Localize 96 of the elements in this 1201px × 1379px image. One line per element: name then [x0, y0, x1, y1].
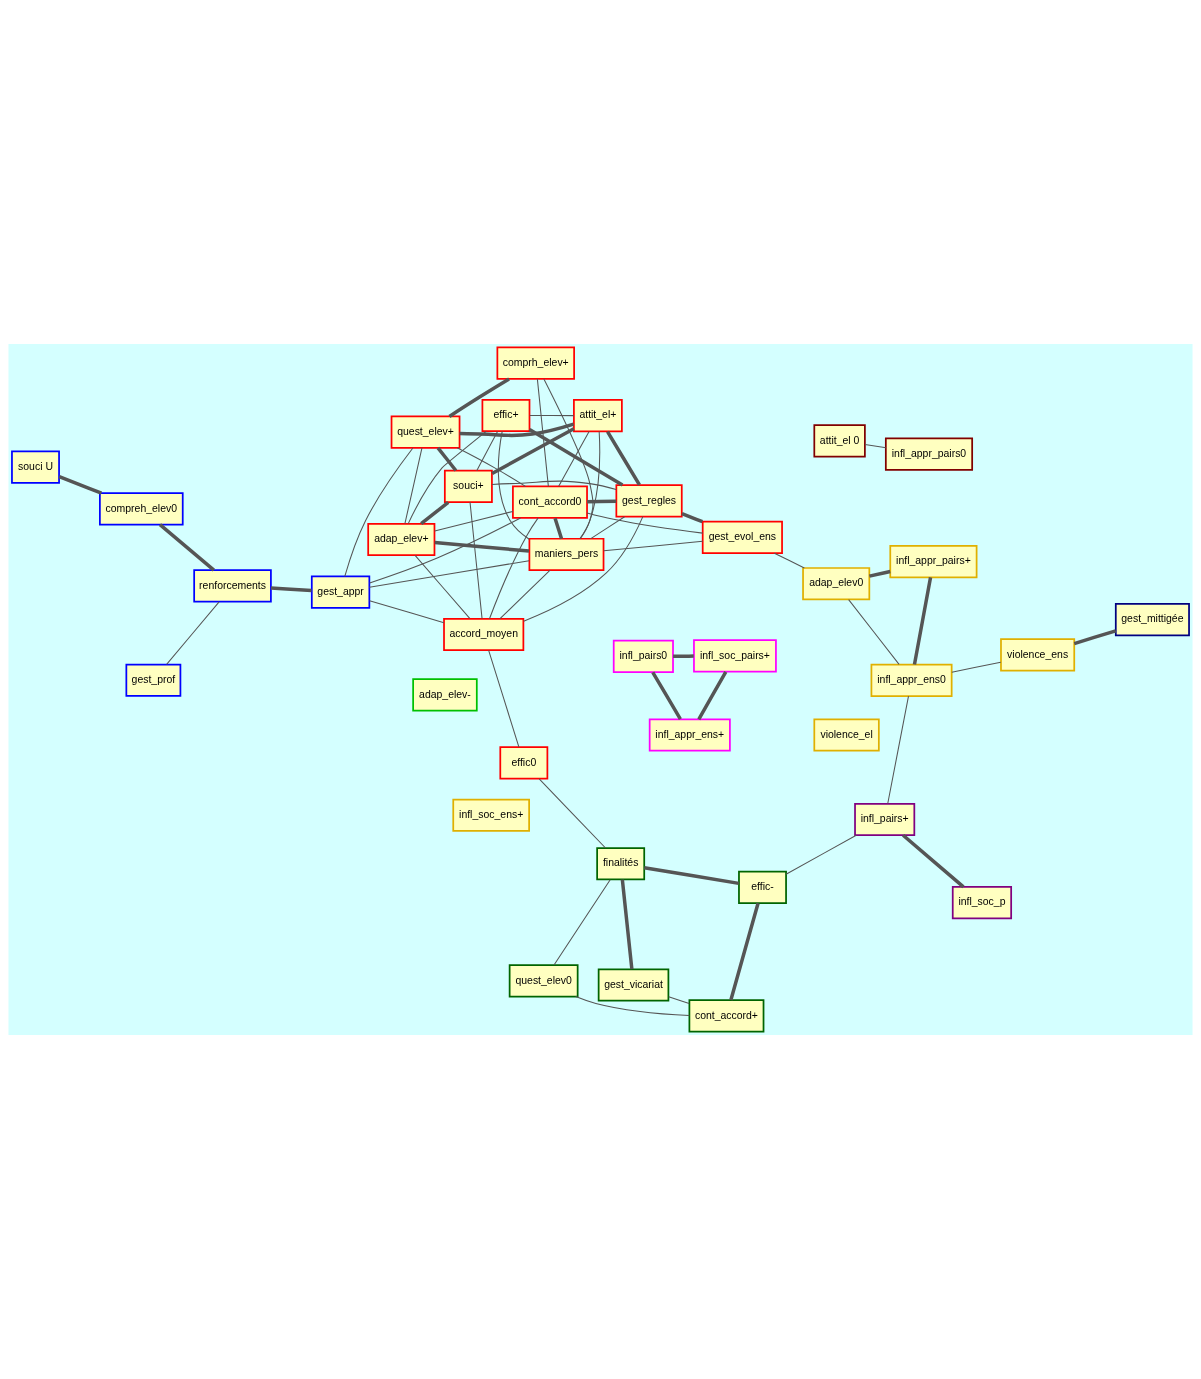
connector	[864, 444, 887, 449]
connector	[497, 430, 530, 540]
node-box: attit_el+	[573, 399, 623, 433]
connector	[536, 378, 549, 487]
node-box: effic0	[499, 746, 549, 780]
connector	[538, 778, 607, 849]
node-box: attit_el 0	[813, 424, 866, 458]
connector	[414, 554, 471, 619]
connector	[729, 902, 760, 1001]
connector	[476, 430, 499, 472]
connector	[529, 415, 575, 417]
connector	[902, 833, 965, 889]
node-box: compreh_elev0	[99, 492, 184, 526]
connector	[404, 447, 423, 525]
connector	[436, 446, 458, 472]
connector	[553, 879, 611, 966]
connector	[528, 428, 624, 487]
connector	[420, 500, 450, 526]
connector	[590, 516, 626, 540]
connector	[491, 480, 617, 491]
connector	[620, 879, 634, 970]
connector	[558, 431, 590, 487]
node-box: cont_accord+	[688, 999, 765, 1033]
node-box: effic+	[481, 399, 531, 433]
node-box: gest_appr	[310, 575, 371, 609]
connector	[681, 512, 704, 524]
connector	[543, 378, 594, 540]
connector	[58, 474, 103, 495]
connector	[469, 501, 483, 620]
node-box: gest_prof	[125, 663, 182, 697]
connector	[488, 649, 520, 748]
node-box: infl_appr_pairs0	[884, 437, 974, 471]
connector	[869, 569, 891, 578]
connector	[651, 671, 682, 720]
connector	[603, 540, 704, 552]
connector	[606, 430, 641, 486]
connector	[668, 996, 690, 1004]
node-box: maniers_pers	[528, 537, 605, 571]
connector	[448, 377, 510, 418]
connector	[887, 695, 910, 805]
node-box: infl_pairs0	[612, 639, 674, 673]
connector	[407, 430, 487, 525]
connector	[579, 430, 601, 540]
node-box: gest_vicariat	[597, 968, 670, 1002]
node-box: gest_evol_ens	[701, 520, 783, 554]
connector	[434, 540, 530, 553]
connector	[697, 671, 728, 721]
connector	[553, 517, 564, 540]
connector	[575, 996, 690, 1016]
connector	[912, 577, 933, 665]
connector	[166, 601, 220, 665]
connector	[523, 516, 644, 622]
node-box: infl_pairs+	[854, 802, 916, 837]
node-box: souci U	[11, 450, 60, 484]
node-box: adap_elev-	[412, 678, 478, 712]
connector	[673, 654, 694, 658]
node-box: violence_ens	[1000, 638, 1076, 672]
node-box: souci+	[443, 469, 493, 503]
connector	[488, 517, 539, 620]
connector	[434, 510, 514, 532]
node-box: violence_el	[813, 718, 880, 752]
connector	[499, 569, 551, 620]
node-box: comprh_elev+	[496, 346, 575, 380]
node-box: finalités	[596, 847, 646, 881]
connector	[368, 560, 530, 588]
connector	[344, 447, 414, 577]
node-box: infl_appr_ens+	[648, 718, 731, 752]
node-box: infl_soc_p	[951, 886, 1013, 920]
node-box: accord_moyen	[443, 617, 525, 652]
connector	[773, 552, 805, 569]
connector	[643, 865, 740, 886]
node-box: infl_soc_ens+	[452, 798, 530, 832]
node-box: gest_regles	[615, 484, 683, 518]
connector	[369, 600, 445, 624]
node-box: adap_elev+	[367, 522, 436, 557]
connector	[456, 447, 526, 487]
node-box: gest_mittigée	[1114, 603, 1190, 637]
node-box: infl_appr_pairs+	[889, 545, 978, 579]
connector	[587, 499, 617, 504]
connector	[586, 512, 704, 534]
node-box: infl_appr_ens0	[870, 663, 953, 697]
node-box: infl_soc_pairs+	[693, 639, 777, 673]
connector	[158, 523, 215, 572]
connector	[1073, 629, 1117, 646]
connector	[491, 427, 575, 475]
node-box: quest_elev0	[508, 964, 579, 998]
node-box: renforcements	[193, 569, 272, 603]
connector	[785, 834, 857, 875]
connector	[270, 586, 312, 593]
connector	[951, 661, 1002, 673]
node-box: effic-	[738, 870, 787, 904]
node-box: adap_elev0	[802, 567, 871, 601]
node-box: quest_elev+	[390, 415, 461, 449]
node-box: cont_accord0	[512, 485, 588, 519]
connector	[459, 422, 575, 438]
connector	[848, 599, 900, 665]
